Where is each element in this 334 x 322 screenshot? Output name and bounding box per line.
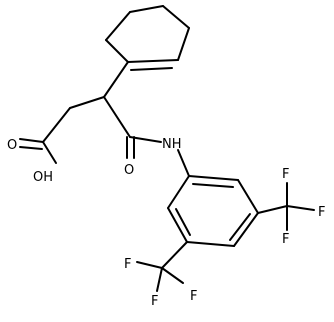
trifluoromethyl-right: F F F xyxy=(257,167,325,247)
acid-double-bond xyxy=(19,138,44,143)
chain-bond xyxy=(103,96,131,138)
aromatic-bond xyxy=(167,207,188,243)
cyclohexene-ring xyxy=(105,5,190,71)
aromatic-bond xyxy=(188,175,239,181)
chain-bond xyxy=(42,107,71,143)
aromatic-bond xyxy=(186,241,235,247)
ring-bond xyxy=(105,11,131,41)
amide-nitrogen-label: NH xyxy=(162,137,182,152)
amide-c-n-bond xyxy=(129,136,162,143)
aromatic-bond xyxy=(167,175,190,209)
acid-double-bond xyxy=(19,146,43,150)
ring-bond xyxy=(129,5,164,13)
trifluoromethyl-bottom: F F F xyxy=(124,241,197,309)
amide-group: O NH xyxy=(124,136,190,178)
c-f-bond xyxy=(136,261,163,269)
aromatic-inner-bond xyxy=(229,213,251,241)
fluorine-label: F xyxy=(151,294,158,309)
amide-oxygen-label: O xyxy=(124,163,134,178)
main-chain xyxy=(42,61,131,143)
fluorine-label: F xyxy=(124,257,131,272)
ring-bond xyxy=(105,39,129,63)
aromatic-inner-bond xyxy=(175,208,191,236)
fluorine-label: F xyxy=(282,232,289,247)
c-f-bond xyxy=(286,205,315,211)
n-aryl-bond xyxy=(177,149,190,177)
benzene-ring xyxy=(167,175,259,247)
ring-bond xyxy=(127,59,179,63)
fluorine-label: F xyxy=(318,205,325,220)
ring-bond xyxy=(162,5,190,29)
c-f-bond xyxy=(156,267,163,292)
aromatic-bond xyxy=(237,179,259,214)
aryl-cf3-bond xyxy=(257,205,288,214)
chain-bond xyxy=(103,61,129,98)
aromatic-inner-bond xyxy=(192,183,234,188)
aryl-cf3-bond xyxy=(161,241,188,269)
hydroxyl-label: OH xyxy=(33,170,53,185)
aromatic-bond xyxy=(233,212,259,247)
ring-bond xyxy=(177,27,190,61)
c-f-bond xyxy=(161,267,184,284)
chain-bond xyxy=(69,96,105,109)
acid-single-bond xyxy=(42,141,57,164)
fluorine-label: F xyxy=(282,167,289,182)
carboxylic-acid-group: O OH xyxy=(7,138,57,185)
fluorine-label: F xyxy=(190,289,197,304)
acid-oxygen-label: O xyxy=(7,138,17,153)
ring-double-bond-inner xyxy=(130,67,173,71)
